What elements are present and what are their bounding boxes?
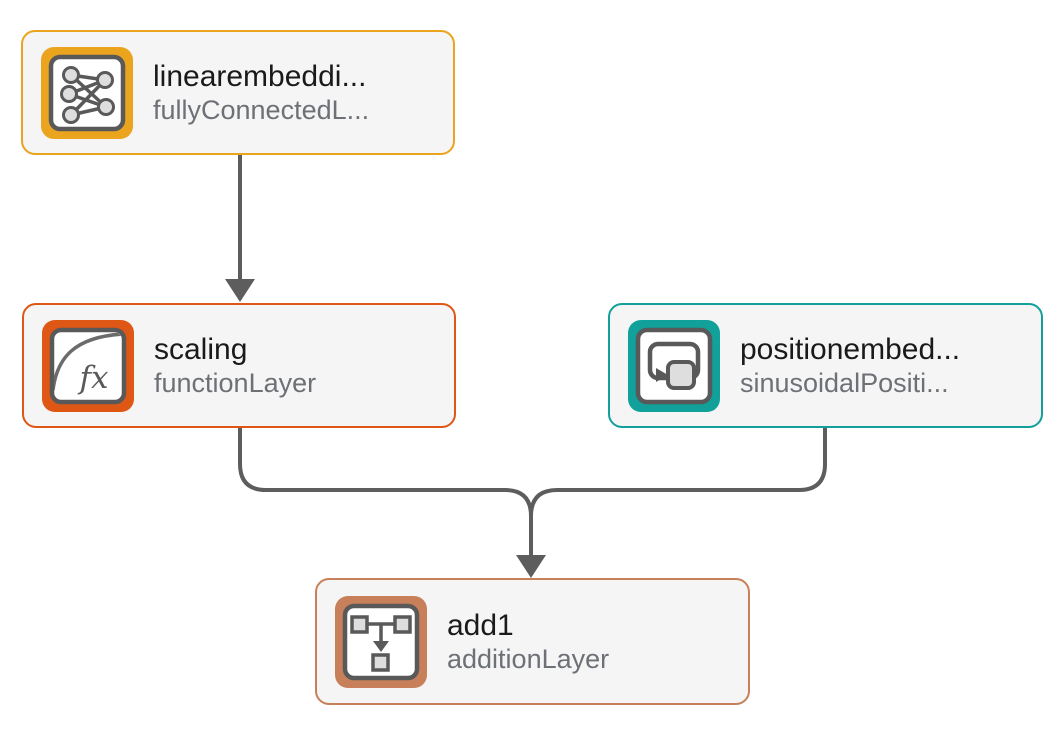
merge-lines xyxy=(365,621,397,642)
layer-labels: linearembeddi... fullyConnectedL... xyxy=(153,59,369,126)
token-square xyxy=(666,359,696,390)
layer-name: scaling xyxy=(154,333,248,366)
layer-type: functionLayer xyxy=(154,368,317,398)
layer-name: positionembed... xyxy=(740,333,961,366)
function-layer-icon-graphic: fx xyxy=(49,327,127,404)
arrowhead-into-scaling[interactable] xyxy=(225,279,255,302)
fully-connected-layer-icon-graphic xyxy=(48,54,126,131)
function-curve xyxy=(54,331,122,390)
network-nodes xyxy=(60,65,115,124)
fully-connected-layer-icon xyxy=(41,46,133,139)
layer-labels: add1 additionLayer xyxy=(447,608,609,675)
layer-node-scaling[interactable]: fx scaling functionLayer xyxy=(22,303,456,428)
layer-labels: positionembed... sinusoidalPositi... xyxy=(740,332,960,399)
fx-label: fx xyxy=(78,360,109,396)
merge-arrowhead xyxy=(373,640,389,652)
layer-type: fullyConnectedL... xyxy=(153,95,370,125)
layer-type: additionLayer xyxy=(447,644,610,674)
layer-type: sinusoidalPositi... xyxy=(740,368,949,398)
insert-arrowhead xyxy=(656,367,668,382)
edge-scaling-to-add1[interactable] xyxy=(238,428,533,556)
layer-node-add1[interactable]: add1 additionLayer xyxy=(315,578,750,705)
layer-name: add1 xyxy=(447,609,514,642)
layer-name: linearembeddi... xyxy=(153,60,367,93)
addition-layer-icon-graphic xyxy=(342,603,420,680)
layer-node-linearembedding[interactable]: linearembeddi... fullyConnectedL... xyxy=(21,30,455,155)
position-encoding-layer-icon-graphic xyxy=(635,327,713,404)
position-encoding-layer-icon xyxy=(628,319,720,412)
edge-positionembedding-to-add1[interactable] xyxy=(529,427,827,517)
addition-layer-icon xyxy=(335,595,427,688)
layer-node-positionembedding[interactable]: positionembed... sinusoidalPositi... xyxy=(608,303,1043,428)
arrowhead-into-add1[interactable] xyxy=(516,555,546,578)
function-layer-icon: fx xyxy=(42,319,134,412)
layer-labels: scaling functionLayer xyxy=(154,332,316,399)
merge-squares xyxy=(350,614,412,672)
